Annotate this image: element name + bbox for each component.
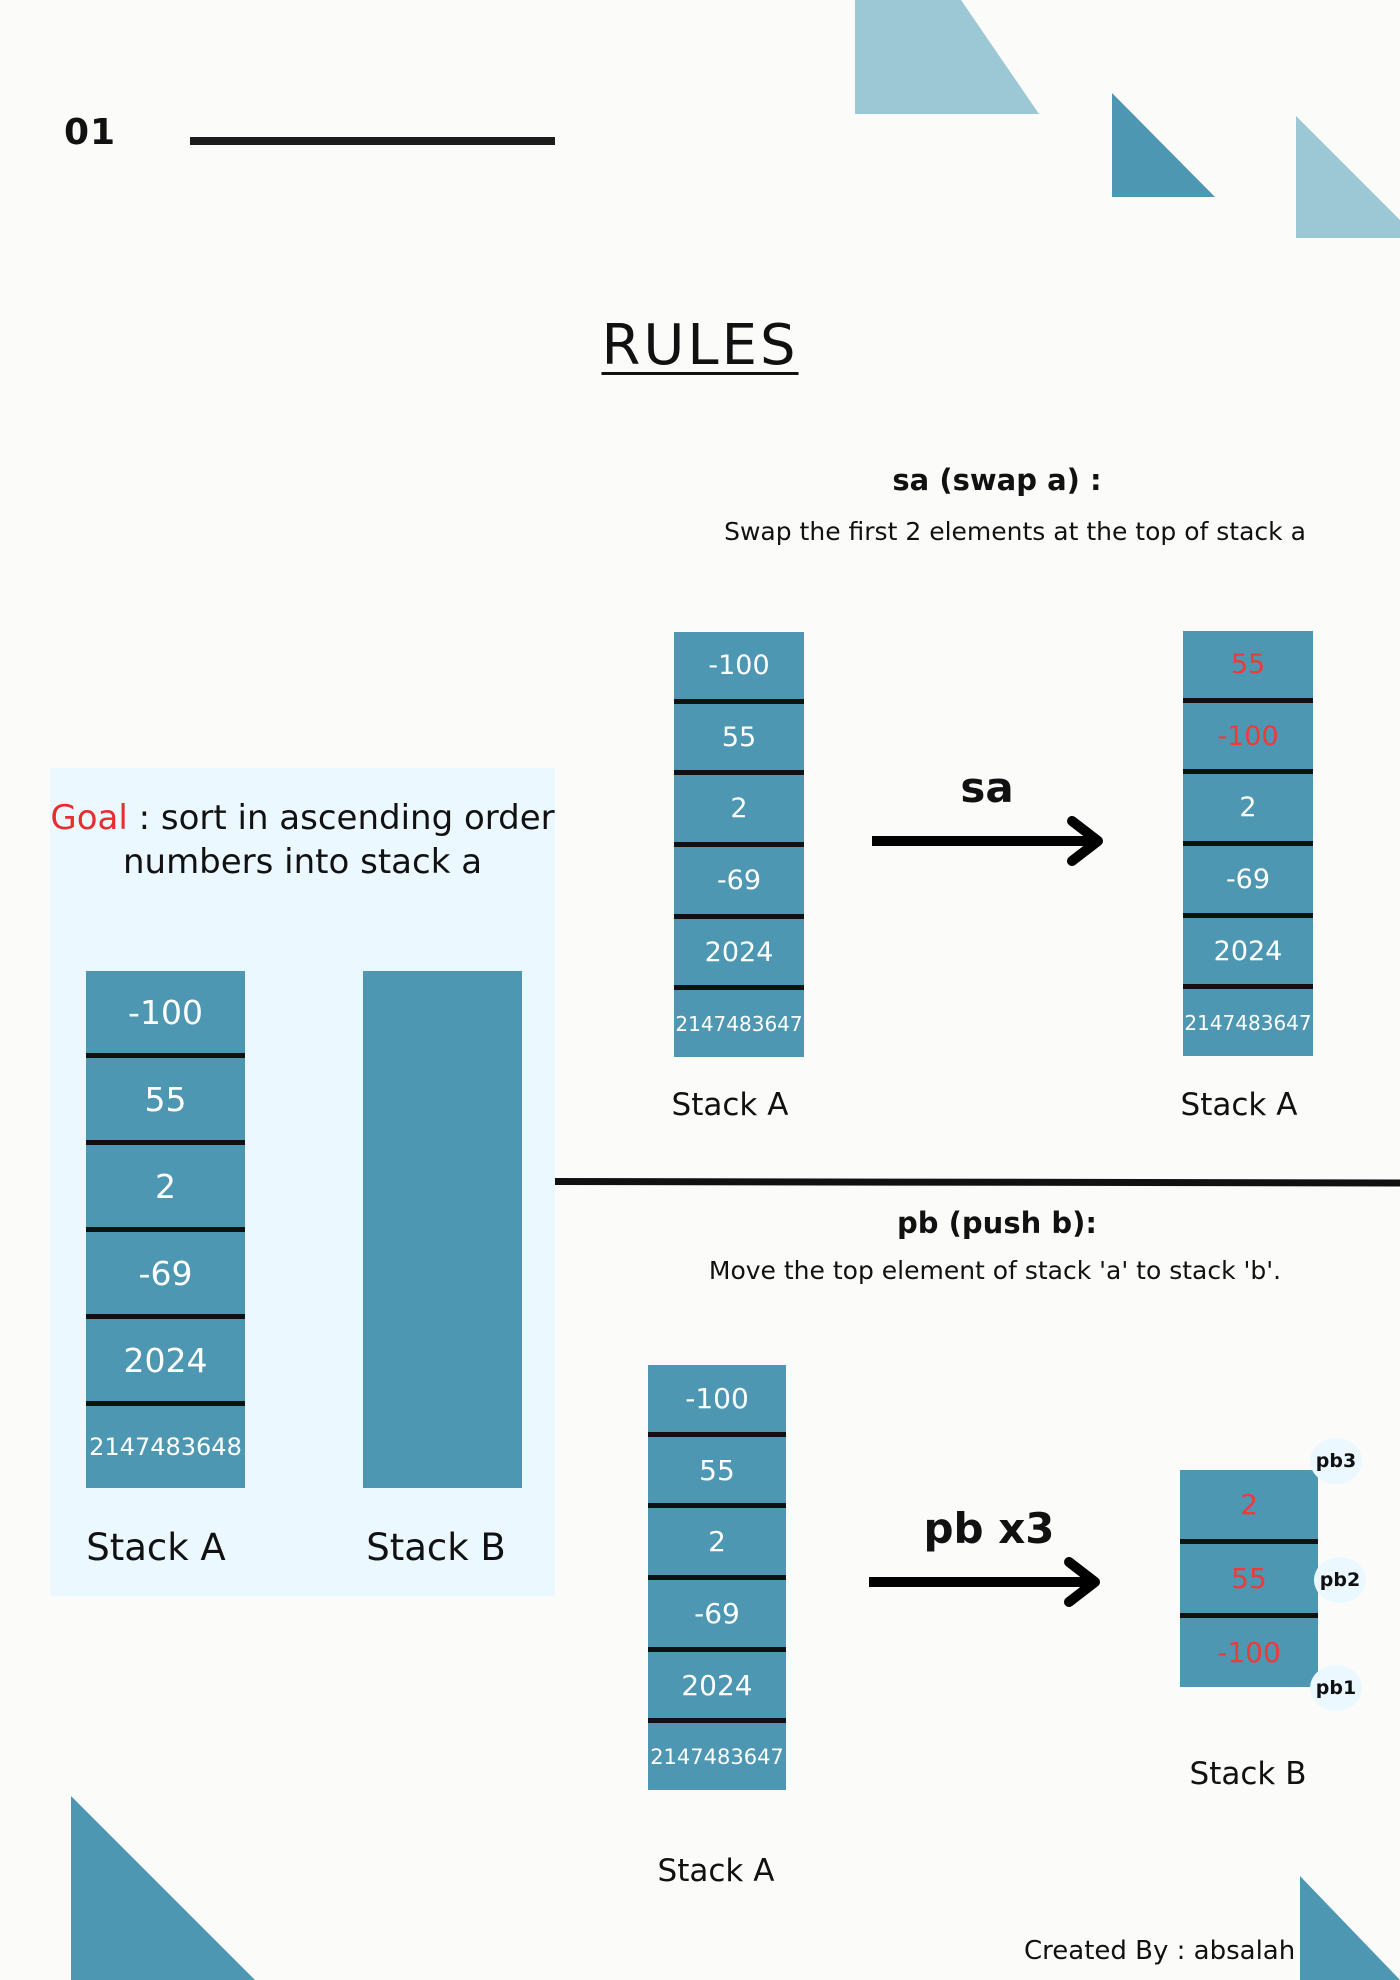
stack-cell: -69 <box>1183 846 1313 918</box>
stack-cell: 2024 <box>86 1319 245 1406</box>
bottom-left-triangle <box>71 1796 255 1980</box>
stack-cell: 55 <box>674 704 804 776</box>
pb-arrow-icon <box>869 1557 1100 1607</box>
stack-cell: 2024 <box>1183 918 1313 990</box>
page-title: RULES <box>601 313 799 378</box>
sa-description: Swap the first 2 elements at the top of … <box>724 517 1306 546</box>
stack-cell: 2024 <box>674 919 804 991</box>
pb-arrow-label: pb x3 <box>923 1504 1055 1553</box>
stack-cell: 2 <box>1180 1470 1318 1544</box>
stack-cell: 2147483648 <box>89 1433 242 1461</box>
stack-cell: 2147483647 <box>675 1011 803 1036</box>
stack-cell: 55 <box>1180 1544 1318 1618</box>
stack-cell: -69 <box>86 1232 245 1319</box>
goal-keyword: Goal <box>50 798 128 838</box>
goal-statement: Goal : sort in ascending order numbers i… <box>50 796 555 884</box>
top-left-light-triangle <box>855 0 1039 114</box>
stack-cell: 2 <box>674 775 804 848</box>
stack-cell: 2147483647 <box>650 1744 784 1769</box>
stack-cell: -100 <box>674 632 804 704</box>
goal-description: : sort in ascending order numbers into s… <box>122 798 555 882</box>
stack-cell: 55 <box>648 1437 786 1509</box>
section-divider <box>554 1178 1400 1187</box>
page-number: 01 <box>64 112 117 153</box>
pb-title: pb (push b): <box>897 1206 1097 1240</box>
goal-stack-b <box>363 971 522 1488</box>
stack-cell: -100 <box>86 971 245 1058</box>
sa-before-label: Stack A <box>671 1087 789 1123</box>
stack-cell: 2024 <box>648 1652 786 1724</box>
pb-tag-pb1: pb1 <box>1310 1665 1362 1711</box>
sa-arrow-label: sa <box>960 763 1014 812</box>
stack-cell: -100 <box>1183 703 1313 775</box>
stack-cell: 55 <box>1183 631 1313 703</box>
bottom-right-triangle <box>1300 1876 1400 1980</box>
stack-cell: 2 <box>86 1145 245 1232</box>
stack-cell: 2147483647 <box>1184 1010 1312 1035</box>
stack-cell: 2 <box>648 1508 786 1581</box>
sa-after-label: Stack A <box>1180 1087 1298 1123</box>
pb-tag-pb3: pb3 <box>1310 1438 1362 1484</box>
stack-cell: -100 <box>1217 1636 1281 1669</box>
credit-text: Created By : absalah <box>1024 1936 1296 1966</box>
pb-tag-pb2: pb2 <box>1314 1557 1366 1603</box>
stack-cell: -100 <box>648 1365 786 1437</box>
stack-cell: -69 <box>648 1580 786 1652</box>
header-rule <box>190 137 555 145</box>
stack-cell: -69 <box>674 847 804 919</box>
sa-arrow-icon <box>872 816 1103 866</box>
pb-after-label: Stack B <box>1189 1756 1307 1792</box>
stack-cell: 55 <box>86 1058 245 1145</box>
top-middle-dark-triangle <box>1112 93 1215 197</box>
stack-cell: 2 <box>1183 774 1313 847</box>
pb-description: Move the top element of stack 'a' to sta… <box>708 1256 1282 1285</box>
goal-stack-a-label: Stack A <box>86 1526 226 1569</box>
top-right-light-triangle <box>1296 116 1400 238</box>
pb-before-label: Stack A <box>657 1853 775 1889</box>
sa-title: sa (swap a) : <box>892 463 1102 497</box>
goal-stack-b-label: Stack B <box>366 1526 506 1569</box>
